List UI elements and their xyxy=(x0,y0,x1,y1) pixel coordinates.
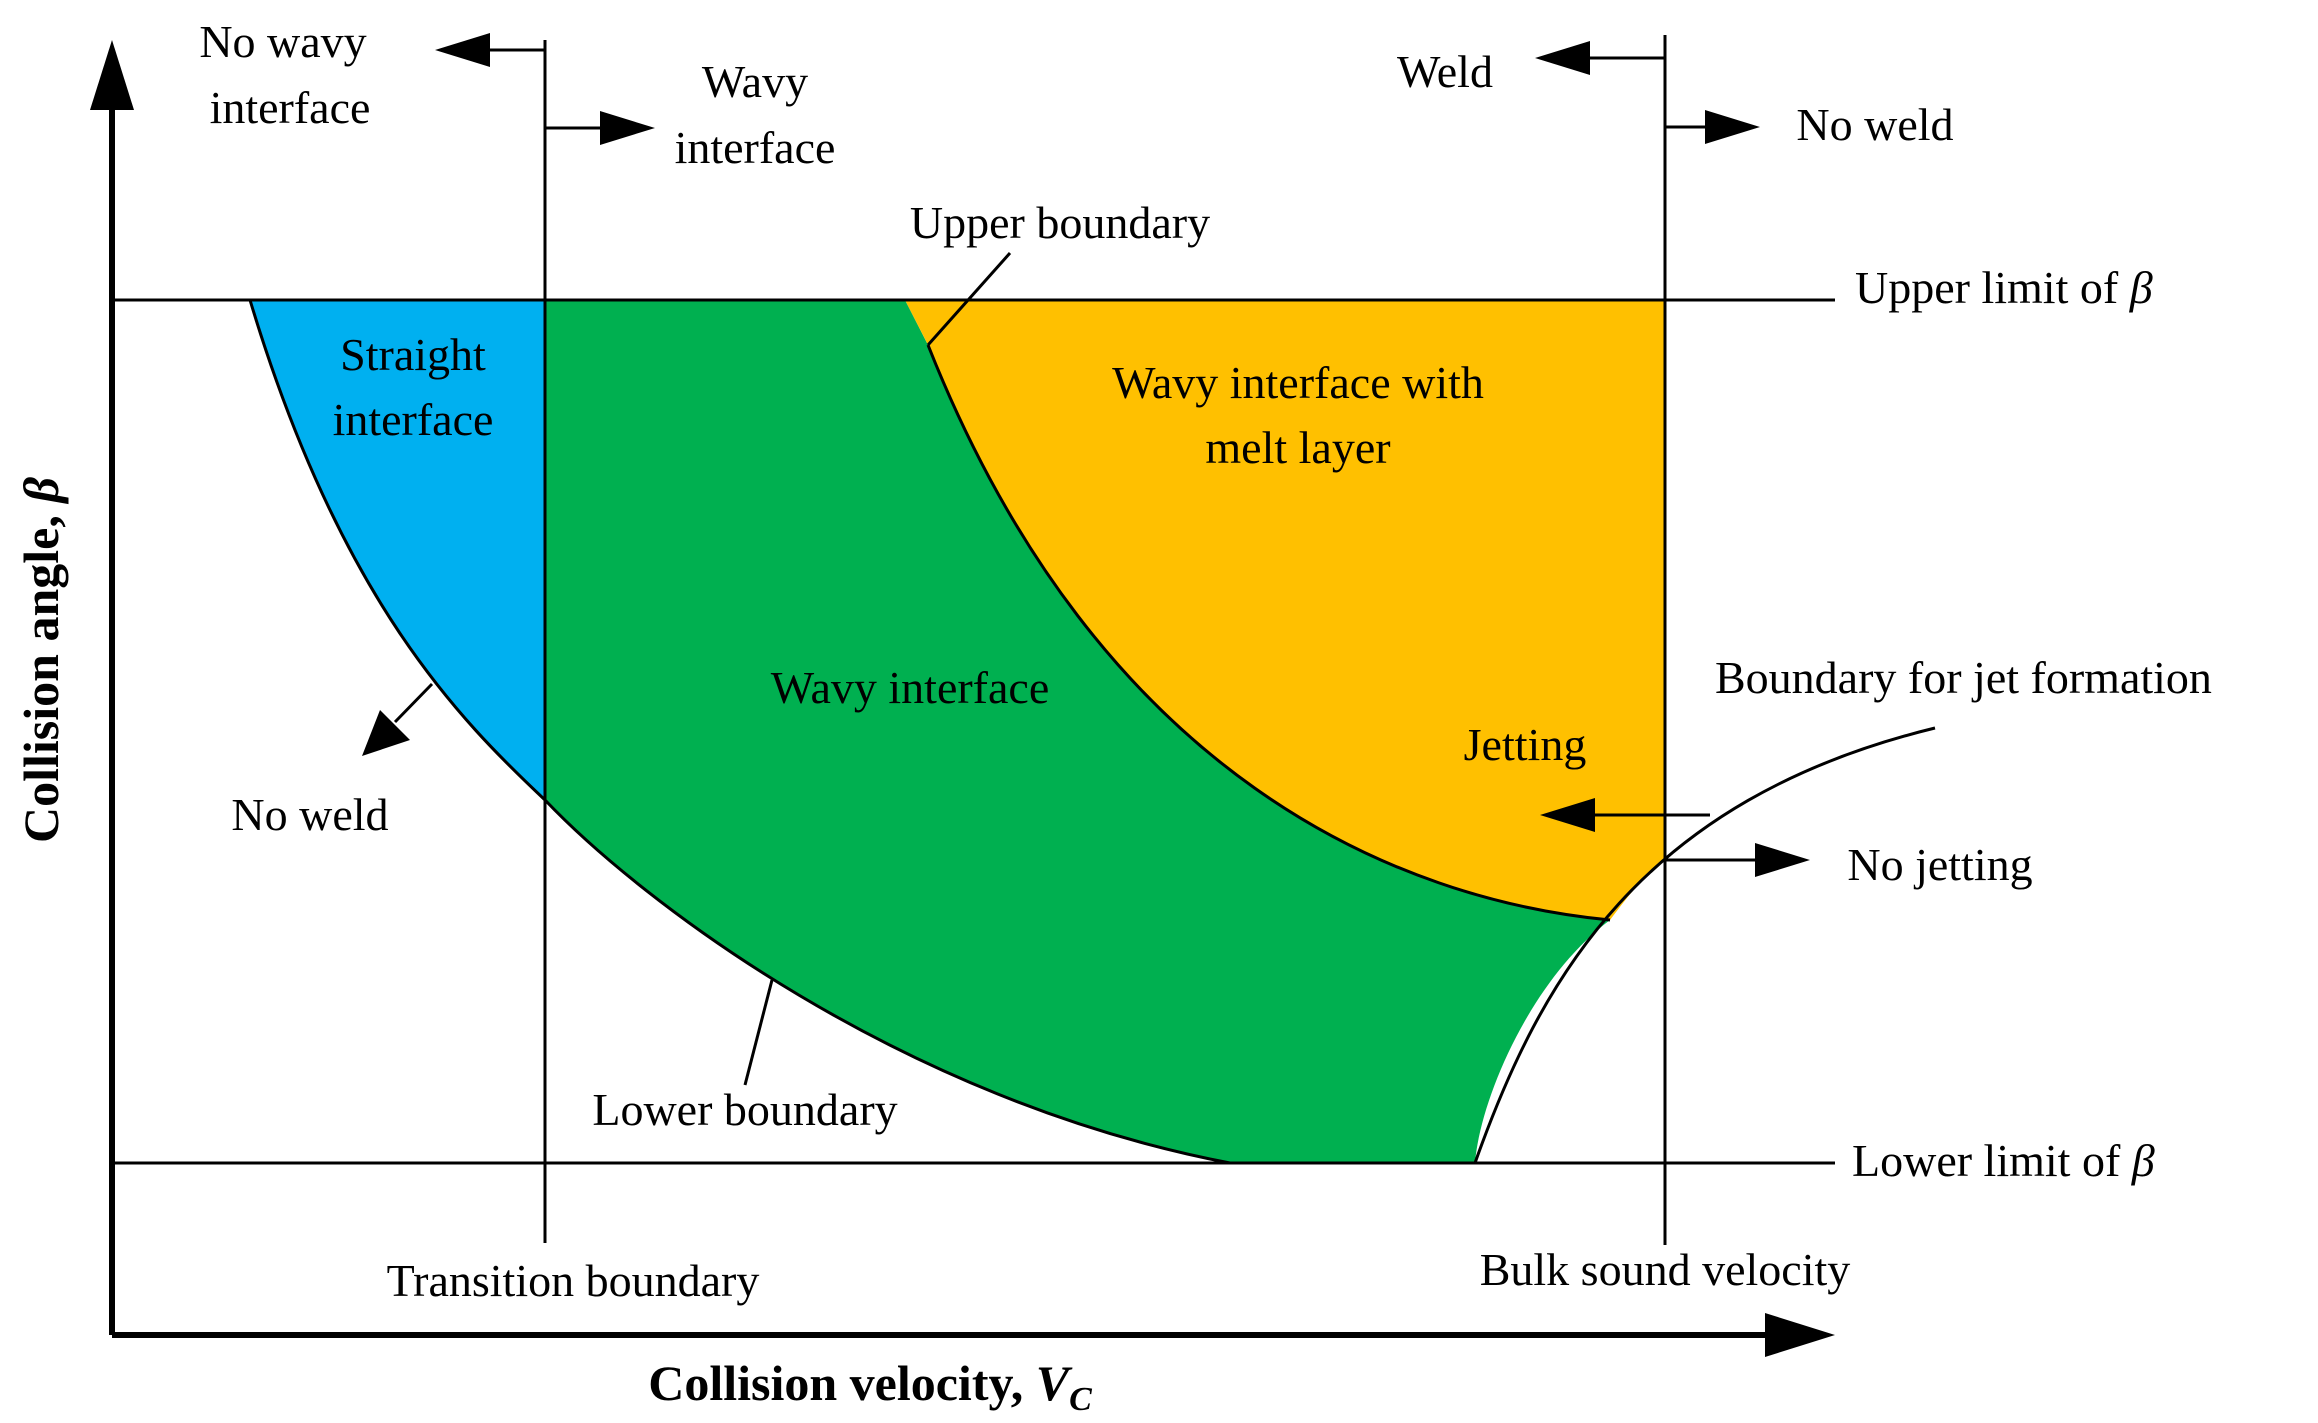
straight-region-label-line2: interface xyxy=(333,394,494,445)
wavy-interface-region xyxy=(545,300,1610,1163)
no-jetting-label: No jetting xyxy=(1847,839,2032,890)
upper-boundary-leader xyxy=(926,252,1012,346)
jetting-arrow-icon xyxy=(1540,798,1595,832)
no-wavy-label-line1: No wavy xyxy=(199,16,366,67)
no-wavy-arrow-icon xyxy=(435,33,490,67)
wavy-label-line2: interface xyxy=(675,122,836,173)
no-weld-diagonal-arrow-stem xyxy=(393,682,434,724)
boundary-jet-formation-label: Boundary for jet formation xyxy=(1715,652,2212,703)
weld-arrow-icon xyxy=(1535,41,1590,75)
lower-boundary-leader xyxy=(743,979,774,1086)
no-weld-left-label: No weld xyxy=(231,789,388,840)
no-wavy-label-line2: interface xyxy=(210,82,371,133)
weld-label: Weld xyxy=(1397,46,1493,97)
straight-interface-region xyxy=(250,300,545,800)
transition-boundary-label: Transition boundary xyxy=(387,1255,760,1306)
x-axis-arrow-icon xyxy=(1765,1313,1835,1357)
lower-boundary-label: Lower boundary xyxy=(592,1084,897,1135)
y-axis-title: Collision angle, β xyxy=(13,477,69,843)
melt-layer-region xyxy=(905,300,1665,920)
wavy-label-line1: Wavy xyxy=(702,56,808,107)
no-weld-arrow-icon xyxy=(1705,110,1760,144)
lower-limit-label: Lower limit of β xyxy=(1852,1135,2155,1186)
lower-boundary-curve xyxy=(248,299,1231,1165)
straight-region-label-line1: Straight xyxy=(340,329,486,380)
upper-limit-label: Upper limit of β xyxy=(1855,262,2153,313)
bulk-sound-velocity-label: Bulk sound velocity xyxy=(1480,1244,1851,1295)
melt-region-label-line2: melt layer xyxy=(1205,422,1390,473)
upper-boundary-curve xyxy=(926,344,1611,922)
wavy-region-label: Wavy interface xyxy=(771,662,1050,713)
upper-boundary-label: Upper boundary xyxy=(910,197,1210,248)
wavy-arrow-icon xyxy=(600,111,655,145)
jetting-label: Jetting xyxy=(1464,719,1587,770)
melt-region-label-line1: Wavy interface with xyxy=(1112,357,1484,408)
no-jetting-arrow-icon xyxy=(1755,843,1810,877)
y-axis-arrow-icon xyxy=(90,40,134,110)
no-weld-diagonal-arrow-icon xyxy=(362,710,410,756)
jet-formation-boundary-curve xyxy=(1473,726,1936,1164)
x-axis-title: Collision velocity, VC xyxy=(648,1355,1092,1418)
no-weld-top-label: No weld xyxy=(1796,99,1953,150)
